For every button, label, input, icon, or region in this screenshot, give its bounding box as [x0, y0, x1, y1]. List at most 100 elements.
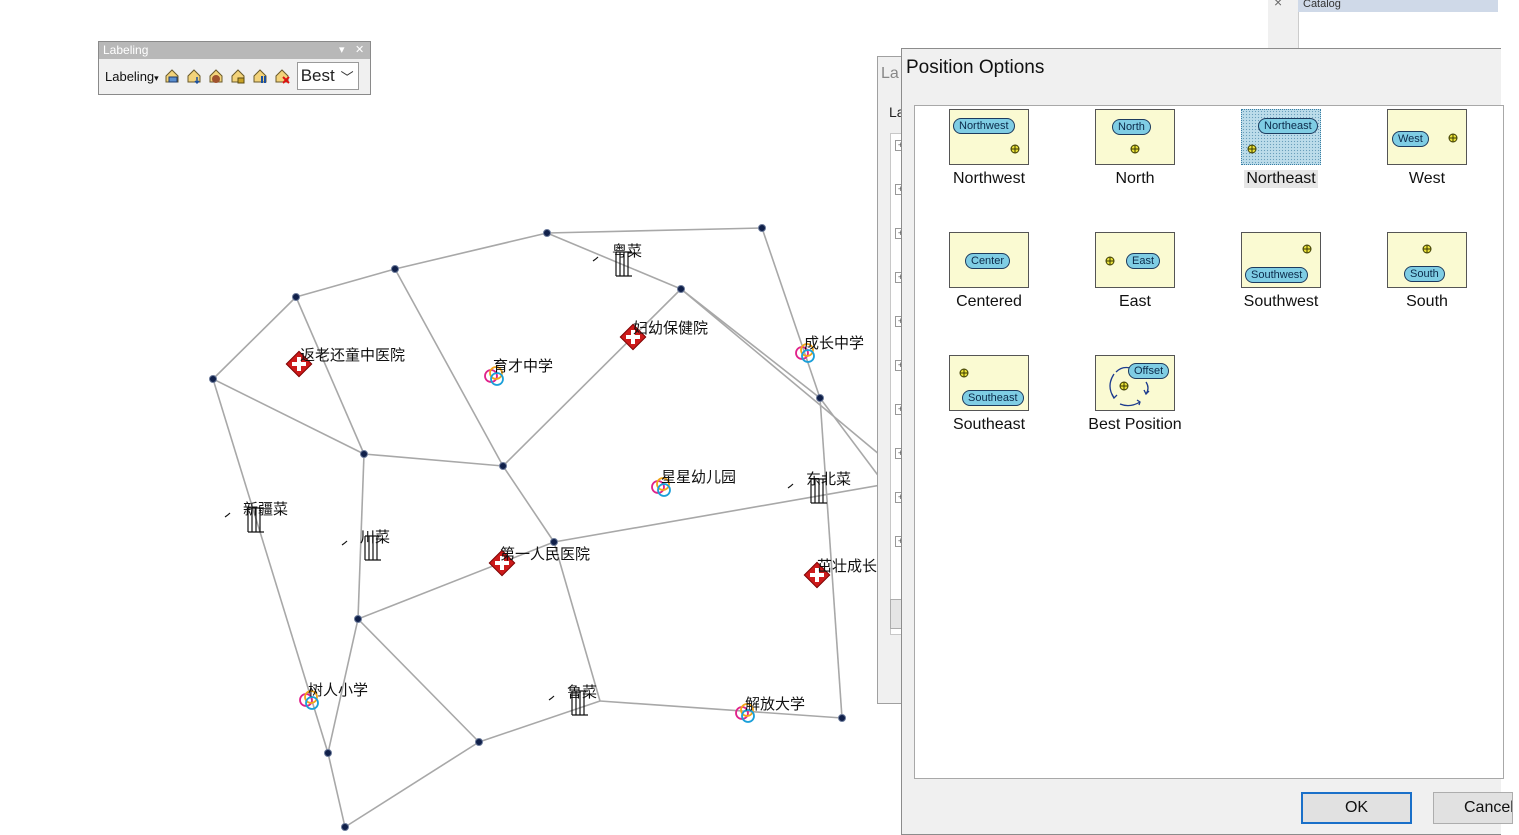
option-label: South — [1406, 293, 1448, 310]
restaurant-label: 东北菜 — [806, 470, 851, 488]
junction-node — [209, 375, 217, 383]
road-segment — [295, 296, 365, 455]
school-label: 成长中学 — [804, 334, 864, 352]
option-label: Best Position — [1088, 416, 1182, 433]
dialog-title: Position Options — [906, 57, 1045, 78]
school-label: 解放大学 — [745, 695, 805, 713]
school-icon — [651, 477, 671, 497]
school-label: 树人小学 — [308, 681, 368, 699]
catalog-title: Catalog — [1298, 0, 1498, 12]
school-poi[interactable]: 解放大学 — [735, 695, 805, 723]
option-southwest[interactable]: Southwest Southwest — [1221, 232, 1341, 311]
labeling-toolbar[interactable]: Labeling ▾ ✕ Labeling▾ Best ﹀ — [98, 41, 371, 95]
road-segment — [363, 453, 504, 467]
road-segment — [761, 227, 821, 399]
toolbar-menu-icon[interactable]: ▾ — [339, 44, 345, 56]
road-segment — [394, 232, 548, 270]
option-northeast[interactable]: Northeast Northeast — [1221, 109, 1341, 188]
toolbar-close-icon[interactable]: ✕ — [355, 44, 365, 56]
preview-pill: Center — [965, 253, 1011, 269]
unplaced-labels-icon[interactable] — [273, 67, 291, 85]
junction-node — [475, 738, 483, 746]
road-segment — [680, 288, 911, 481]
restaurant-icon — [592, 251, 632, 277]
option-label: East — [1118, 293, 1151, 310]
restaurant-poi[interactable]: 粤菜 — [592, 242, 642, 277]
anchor-point-icon — [1105, 256, 1115, 266]
road-junctions — [209, 224, 846, 831]
road-segment — [502, 288, 682, 467]
preview-pill: West — [1392, 131, 1429, 147]
option-east[interactable]: East East — [1075, 232, 1195, 311]
road-segment — [327, 752, 346, 828]
option-label: Southwest — [1243, 293, 1319, 310]
position-options-dialog[interactable]: Position Options Northwest Northwest Nor… — [901, 48, 1513, 835]
hospital-icon — [488, 549, 516, 577]
restaurant-label: 鲁菜 — [567, 683, 597, 701]
school-poi[interactable]: 星星幼儿园 — [651, 468, 736, 497]
anchor-point-icon — [1247, 144, 1257, 154]
option-best-position[interactable]: Offset Best Position — [1075, 355, 1195, 434]
label-manager-icon[interactable] — [163, 67, 181, 85]
junction-node — [341, 823, 349, 831]
preview-pill: Northwest — [953, 118, 1015, 134]
placement-quality-select[interactable]: Best ﹀ — [296, 62, 359, 90]
hospital-poi[interactable]: 返老还童中医院 — [285, 346, 405, 378]
catalog-window-fragment: × Catalog — [1268, 0, 1499, 48]
restaurant-poi[interactable]: 鲁菜 — [548, 683, 597, 716]
hospital-label: 第一人民医院 — [500, 545, 590, 563]
label-priority-icon[interactable] — [185, 67, 203, 85]
hospital-poi[interactable]: 第一人民医院 — [488, 545, 590, 577]
restaurant-poi[interactable]: 东北菜 — [787, 470, 851, 504]
option-centered[interactable]: Center Centered — [929, 232, 1049, 311]
junction-node — [543, 229, 551, 237]
catalog-content — [1298, 12, 1499, 48]
road-segment — [394, 268, 504, 467]
option-northwest[interactable]: Northwest Northwest — [929, 109, 1049, 188]
label-weight-icon[interactable] — [207, 67, 225, 85]
hospital-poi[interactable]: 茁壮成长 — [803, 557, 877, 589]
junction-node — [324, 749, 332, 757]
restaurant-label: 川菜 — [360, 528, 390, 546]
school-poi[interactable]: 成长中学 — [795, 334, 864, 363]
option-west[interactable]: West West — [1367, 109, 1487, 188]
junction-node — [677, 285, 685, 293]
school-poi[interactable]: 树人小学 — [299, 681, 368, 710]
preview-pill: Southwest — [1245, 267, 1309, 283]
pause-labeling-icon[interactable] — [251, 67, 269, 85]
anchor-point-icon — [1448, 133, 1458, 143]
ok-button[interactable]: OK — [1301, 792, 1412, 824]
hospital-icon — [619, 323, 647, 351]
road-segment — [819, 397, 843, 719]
restaurant-icon — [548, 690, 588, 716]
road-segment — [344, 741, 480, 828]
restaurant-poi[interactable]: 川菜 — [341, 528, 390, 561]
option-southeast[interactable]: Southeast Southeast — [929, 355, 1049, 434]
northwest-preview: Northwest — [949, 109, 1029, 165]
labeling-menu[interactable]: Labeling▾ — [105, 69, 159, 84]
toolbar-titlebar[interactable]: Labeling ▾ ✕ — [99, 42, 370, 59]
south-preview: South — [1387, 232, 1467, 288]
junction-node — [391, 265, 399, 273]
rotation-arrows-icon — [1109, 366, 1150, 407]
preview-pill: Offset — [1128, 363, 1170, 379]
school-icon — [484, 366, 504, 386]
school-icon — [795, 343, 815, 363]
option-south[interactable]: South South — [1367, 232, 1487, 311]
close-icon[interactable]: × — [1274, 0, 1283, 10]
cancel-button[interactable]: Cancel — [1433, 792, 1513, 824]
option-north[interactable]: North North — [1075, 109, 1195, 188]
chevron-down-icon: ▾ — [154, 72, 159, 83]
restaurant-poi[interactable]: 新疆菜 — [224, 500, 288, 533]
best-position-preview: Offset — [1095, 355, 1175, 411]
hospital-label: 妇幼保健院 — [633, 319, 708, 337]
hospital-icon — [285, 350, 313, 378]
hospital-poi[interactable]: 妇幼保健院 — [619, 319, 708, 351]
road-segment — [295, 268, 396, 298]
school-poi[interactable]: 育才中学 — [484, 357, 553, 386]
school-icon — [299, 690, 319, 710]
preview-pill: North — [1112, 119, 1151, 135]
dialog-title-fragment: La — [881, 65, 899, 82]
lock-labels-icon[interactable] — [229, 67, 247, 85]
